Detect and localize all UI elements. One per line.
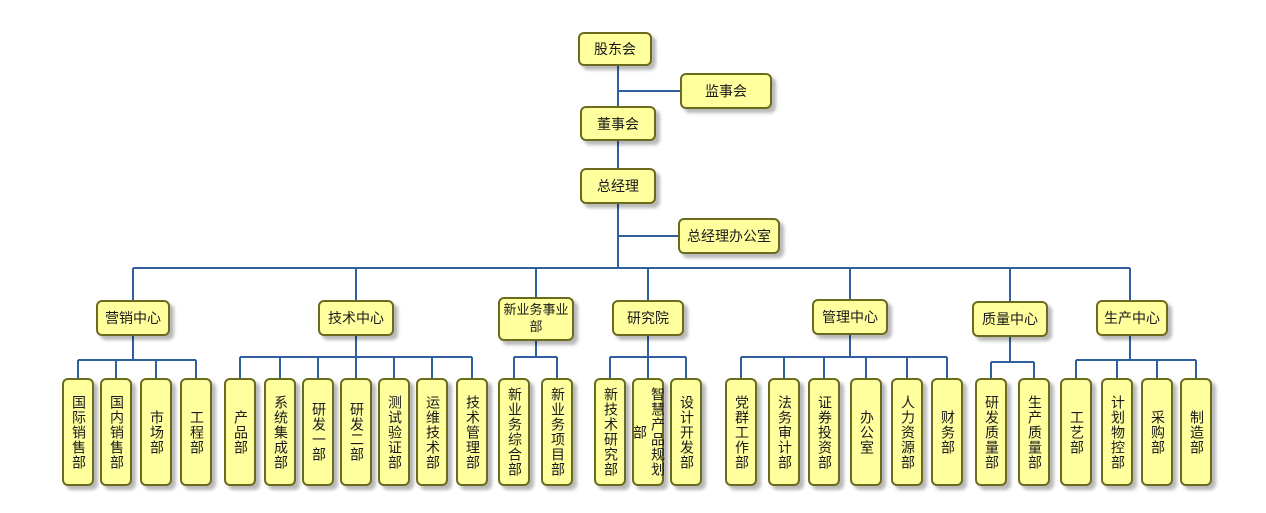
dept-system-integration: 系统集成部 <box>264 378 296 486</box>
node-label: 技术中心 <box>328 311 384 327</box>
dept-human-resources: 人力资源部 <box>891 378 923 486</box>
node-shareholders: 股东会 <box>578 32 652 66</box>
dept-label: 研发二部 <box>348 402 364 462</box>
node-label: 董事会 <box>597 116 639 133</box>
dept-label: 市场部 <box>148 409 164 455</box>
dept-label: 生产质量部 <box>1026 394 1042 470</box>
dept-new-tech-research: 新技术研究部 <box>594 378 626 486</box>
dept-label: 智慧产品规划部 <box>631 387 665 477</box>
dept-label: 制造部 <box>1188 409 1204 455</box>
dept-label: 国内销售部 <box>108 394 124 470</box>
node-quality-center: 质量中心 <box>972 301 1048 337</box>
node-label: 新业务事业部 <box>503 303 569 335</box>
dept-rd-one: 研发一部 <box>302 378 334 486</box>
dept-label: 办公室 <box>858 409 874 455</box>
dept-procurement: 采购部 <box>1141 378 1173 486</box>
dept-label: 系统集成部 <box>272 394 288 470</box>
dept-label: 工艺部 <box>1068 409 1084 455</box>
dept-domestic-sales: 国内销售部 <box>100 378 132 486</box>
dept-label: 国际销售部 <box>70 394 86 470</box>
node-technology-center: 技术中心 <box>318 300 394 336</box>
node-general-manager: 总经理 <box>580 168 656 204</box>
dept-international-sales: 国际销售部 <box>62 378 94 486</box>
dept-finance: 财务部 <box>931 378 963 486</box>
dept-office: 办公室 <box>850 378 882 486</box>
dept-label: 新业务综合部 <box>506 387 522 477</box>
dept-label: 设计开发部 <box>678 394 694 470</box>
node-management-center: 管理中心 <box>812 299 888 335</box>
node-label: 管理中心 <box>822 310 878 326</box>
dept-new-business-general: 新业务综合部 <box>498 378 530 486</box>
dept-smart-product-planning: 智慧产品规划部 <box>631 378 665 486</box>
dept-ops-technology: 运维技术部 <box>416 378 448 486</box>
dept-planning-materials: 计划物控部 <box>1101 378 1133 486</box>
node-label: 营销中心 <box>105 311 161 327</box>
dept-label: 新技术研究部 <box>602 387 618 477</box>
node-label: 生产中心 <box>1104 311 1160 327</box>
node-supervisors: 监事会 <box>680 73 772 109</box>
dept-rd-two: 研发二部 <box>340 378 372 486</box>
dept-label: 证券投资部 <box>816 394 832 470</box>
node-new-business-division: 新业务事业部 <box>498 297 574 341</box>
node-gm-office: 总经理办公室 <box>678 218 780 254</box>
dept-manufacturing: 制造部 <box>1180 378 1212 486</box>
node-label: 研究院 <box>627 311 669 327</box>
dept-label: 计划物控部 <box>1109 394 1125 470</box>
node-production-center: 生产中心 <box>1096 300 1168 336</box>
node-marketing-center: 营销中心 <box>96 300 170 336</box>
dept-label: 党群工作部 <box>733 394 749 470</box>
dept-party-affairs: 党群工作部 <box>725 378 757 486</box>
dept-engineering: 工程部 <box>180 378 212 486</box>
dept-label: 运维技术部 <box>424 394 440 470</box>
dept-label: 研发质量部 <box>983 394 999 470</box>
dept-label: 工程部 <box>188 409 204 455</box>
dept-product: 产品部 <box>224 378 256 486</box>
dept-securities-investment: 证券投资部 <box>808 378 840 486</box>
dept-production-quality: 生产质量部 <box>1018 378 1050 486</box>
node-research-institute: 研究院 <box>612 300 684 336</box>
node-label: 总经理办公室 <box>687 229 771 245</box>
node-label: 监事会 <box>705 84 747 100</box>
dept-new-business-projects: 新业务项目部 <box>541 378 573 486</box>
node-label: 总经理 <box>597 179 639 195</box>
dept-tech-management: 技术管理部 <box>456 378 488 486</box>
dept-label: 新业务项目部 <box>549 387 565 477</box>
dept-label: 研发一部 <box>310 402 326 462</box>
dept-rd-quality: 研发质量部 <box>975 378 1007 486</box>
dept-design-development: 设计开发部 <box>670 378 702 486</box>
dept-market: 市场部 <box>140 378 172 486</box>
dept-label: 测试验证部 <box>386 394 402 470</box>
dept-legal-audit: 法务审计部 <box>768 378 800 486</box>
dept-test-verification: 测试验证部 <box>378 378 410 486</box>
dept-label: 技术管理部 <box>464 394 480 470</box>
node-label: 质量中心 <box>982 312 1038 328</box>
node-label: 股东会 <box>594 42 636 58</box>
dept-label: 人力资源部 <box>899 394 915 470</box>
dept-label: 财务部 <box>939 409 955 455</box>
node-board: 董事会 <box>580 106 656 141</box>
dept-label: 采购部 <box>1149 409 1165 455</box>
dept-label: 产品部 <box>232 409 248 455</box>
dept-label: 法务审计部 <box>776 394 792 470</box>
dept-process: 工艺部 <box>1060 378 1092 486</box>
